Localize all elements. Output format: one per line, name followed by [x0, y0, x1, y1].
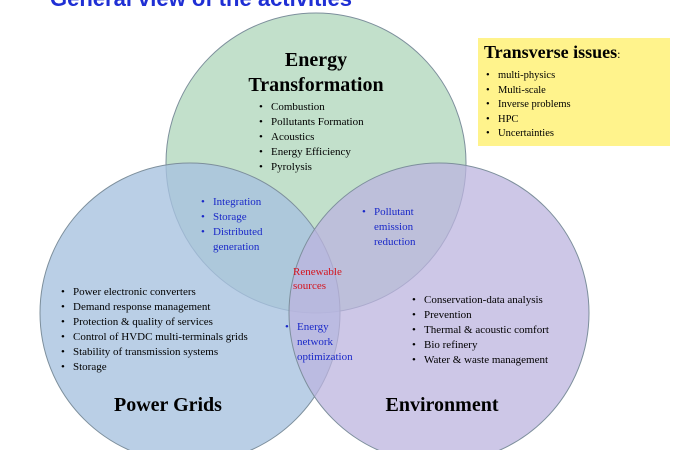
- list-item: HPC: [484, 113, 571, 128]
- renewable-sources-label: Renewable sources: [293, 265, 342, 293]
- energy-power-overlap-list: Integration Storage Distributed generati…: [199, 195, 289, 255]
- energy-transformation-list: Combustion Pollutants Formation Acoustic…: [257, 100, 364, 175]
- list-item: Water & waste management: [410, 353, 549, 368]
- list-item: Pollutants Formation: [257, 115, 364, 130]
- list-item: Storage: [59, 360, 248, 375]
- transverse-title-text: Transverse issues: [484, 42, 618, 62]
- list-item: multi-physics: [484, 69, 571, 84]
- list-item: Conservation-data analysis: [410, 293, 549, 308]
- transverse-issues-title: Transverse issues:: [484, 42, 621, 63]
- list-item: Prevention: [410, 308, 549, 323]
- power-grids-list: Power electronic converters Demand respo…: [59, 285, 248, 375]
- transverse-issues-box: Transverse issues: multi-physics Multi-s…: [478, 38, 670, 146]
- list-item: Control of HVDC multi-terminals grids: [59, 330, 248, 345]
- list-item: Bio refinery: [410, 338, 549, 353]
- environment-title: Environment: [385, 394, 499, 416]
- list-item: Stability of transmission systems: [59, 345, 248, 360]
- list-item: Storage: [199, 210, 289, 225]
- power-environment-overlap-list: Energy network optimization: [283, 320, 355, 365]
- page-title: General view of the activities: [50, 0, 352, 12]
- list-item: Acoustics: [257, 130, 364, 145]
- energy-title-line1: Energy: [284, 49, 348, 71]
- list-item: Multi-scale: [484, 84, 571, 99]
- list-item: Pollutant emission reduction: [360, 205, 435, 250]
- list-item: Power electronic converters: [59, 285, 248, 300]
- list-item: Thermal & acoustic comfort: [410, 323, 549, 338]
- list-item: Combustion: [257, 100, 364, 115]
- energy-environment-overlap-list: Pollutant emission reduction: [360, 205, 435, 250]
- environment-list: Conservation-data analysis Prevention Th…: [410, 293, 549, 368]
- energy-transformation-title: Energy Transformation: [236, 48, 396, 98]
- list-item: Distributed generation: [199, 225, 289, 255]
- list-item: Demand response management: [59, 300, 248, 315]
- renewable-line1: Renewable: [293, 266, 342, 278]
- list-item: Energy network optimization: [283, 320, 355, 365]
- transverse-issues-list: multi-physics Multi-scale Inverse proble…: [484, 69, 571, 142]
- power-grids-title: Power Grids: [114, 394, 222, 416]
- list-item: Pyrolysis: [257, 160, 364, 175]
- energy-title-line2: Transformation: [248, 74, 384, 96]
- list-item: Inverse problems: [484, 98, 571, 113]
- list-item: Integration: [199, 195, 289, 210]
- list-item: Protection & quality of services: [59, 315, 248, 330]
- transverse-title-colon: :: [617, 47, 621, 61]
- renewable-line2: sources: [293, 280, 326, 292]
- list-item: Energy Efficiency: [257, 145, 364, 160]
- list-item: Uncertainties: [484, 127, 571, 142]
